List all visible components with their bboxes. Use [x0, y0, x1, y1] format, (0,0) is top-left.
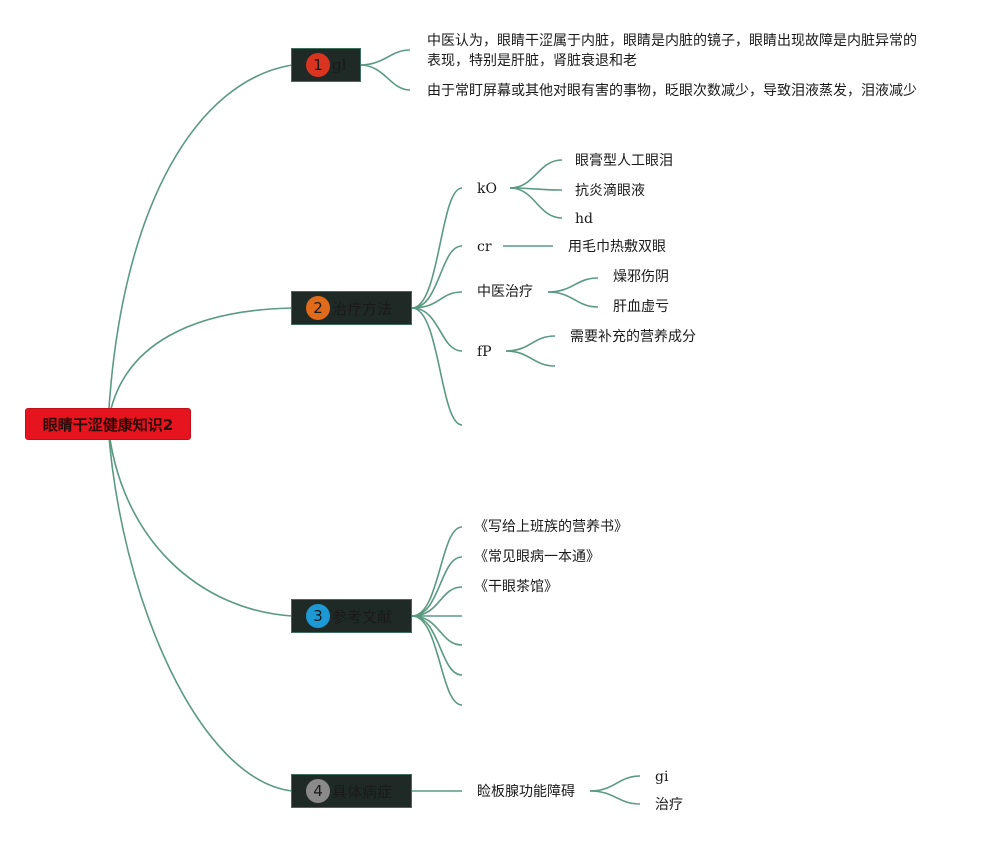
reference-1[interactable]: 《写给上班族的营养书》	[474, 519, 628, 535]
tcm-child-2[interactable]: 肝血虚亏	[613, 299, 669, 315]
reference-2[interactable]: 《常见眼病一本通》	[474, 549, 600, 565]
branch-3-node[interactable]: 3 参考文献	[291, 599, 412, 633]
branch-2-label: 治疗方法	[332, 299, 393, 318]
branch-1-node[interactable]: 1 gl	[291, 48, 361, 82]
symptom-child-2[interactable]: 治疗	[655, 797, 683, 813]
cr-child-1[interactable]: 用毛巾热敷双眼	[568, 239, 666, 255]
badge-3-icon: 3	[306, 604, 330, 628]
ko-child-2[interactable]: 抗炎滴眼液	[575, 183, 645, 199]
tcm-child-1[interactable]: 燥邪伤阴	[613, 269, 669, 285]
symptom-child-1[interactable]: gi	[655, 769, 669, 785]
treatment-tcm[interactable]: 中医治疗	[477, 284, 533, 300]
symptom-mgd[interactable]: 睑板腺功能障碍	[477, 784, 575, 800]
ko-child-3[interactable]: hd	[575, 211, 593, 227]
root-label: 眼睛干涩健康知识2	[42, 415, 174, 434]
treatment-cr[interactable]: cr	[477, 239, 492, 255]
root-node[interactable]: 眼睛干涩健康知识2	[25, 408, 191, 440]
badge-1-icon: 1	[306, 53, 330, 77]
treatment-ko[interactable]: kO	[477, 181, 497, 197]
gl-item-1[interactable]: 中医认为，眼睛干涩属于内脏，眼睛是内脏的镜子，眼睛出现故障是内脏异常的	[427, 33, 917, 49]
gl-item-1-line2[interactable]: 表现，特别是肝脏，肾脏衰退和老	[427, 53, 637, 69]
fp-child-1[interactable]: 需要补充的营养成分	[570, 329, 696, 345]
branch-3-label: 参考文献	[332, 607, 393, 626]
treatment-fp[interactable]: fP	[477, 344, 492, 360]
gl-item-2[interactable]: 由于常盯屏幕或其他对眼有害的事物，眨眼次数减少，导致泪液蒸发，泪液减少	[427, 83, 917, 99]
branch-4-label: 具体病症	[332, 782, 393, 801]
reference-3[interactable]: 《干眼茶馆》	[474, 579, 558, 595]
badge-2-icon: 2	[306, 296, 330, 320]
branch-2-node[interactable]: 2 治疗方法	[291, 291, 412, 325]
branch-1-label: gl	[332, 56, 347, 74]
branch-4-node[interactable]: 4 具体病症	[291, 774, 412, 808]
badge-4-icon: 4	[306, 779, 330, 803]
ko-child-1[interactable]: 眼膏型人工眼泪	[575, 153, 673, 169]
